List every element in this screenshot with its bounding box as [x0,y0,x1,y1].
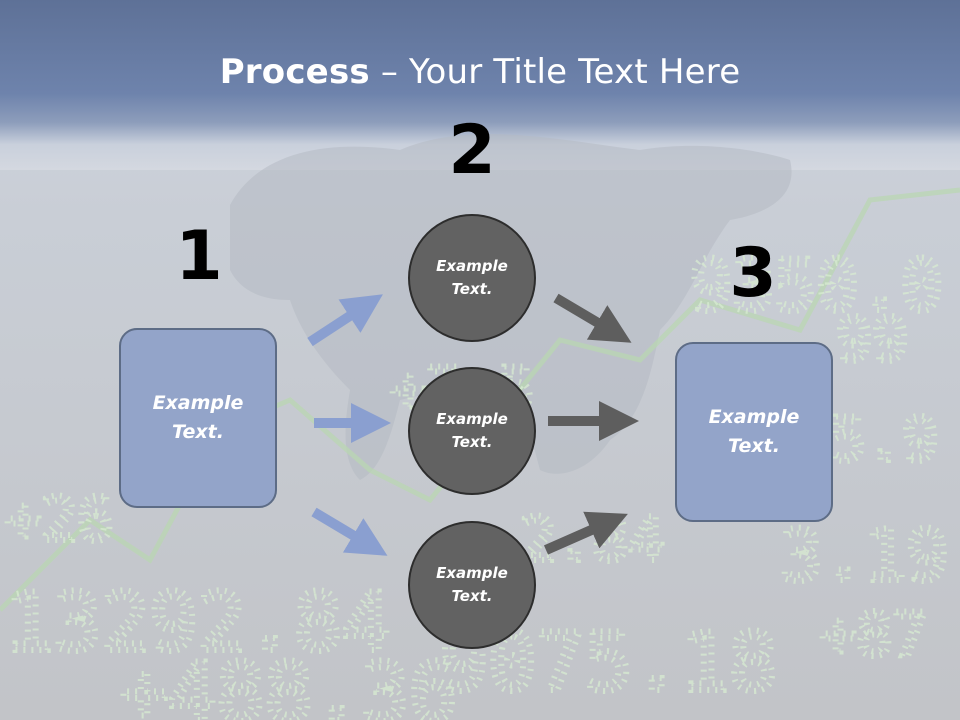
arrow-left-to-bottom [311,507,388,556]
arrow-bottom-to-right [543,511,628,555]
slide-title: Process – Your Title Text Here [0,52,960,92]
step-number-3: 3 [729,234,777,313]
step-number-1: 1 [175,217,223,296]
title-rest: – Your Title Text Here [369,52,741,92]
svg-text:5.9: 5.9 [830,405,938,475]
svg-text:+488.36: +488.36 [120,646,457,720]
svg-text:13292.84: 13292.84 [5,576,390,669]
circle-middle: Example Text. [408,367,536,495]
svg-text:9350.0: 9350.0 [690,245,943,327]
left-box: Example Text. [119,328,277,508]
arrow-top-to-right [553,293,632,343]
svg-text:+87: +87 [820,600,928,670]
step-number-2: 2 [448,111,496,190]
arrow-left-to-top [307,294,383,347]
stock-trend-line [0,187,960,612]
svg-text:+26: +26 [5,485,113,555]
svg-text:3.19: 3.19 [780,515,949,597]
right-box: Example Text. [675,342,833,522]
circle-bottom: Example Text. [408,521,536,649]
circle-top: Example Text. [408,214,536,342]
title-bold: Process [219,52,370,92]
